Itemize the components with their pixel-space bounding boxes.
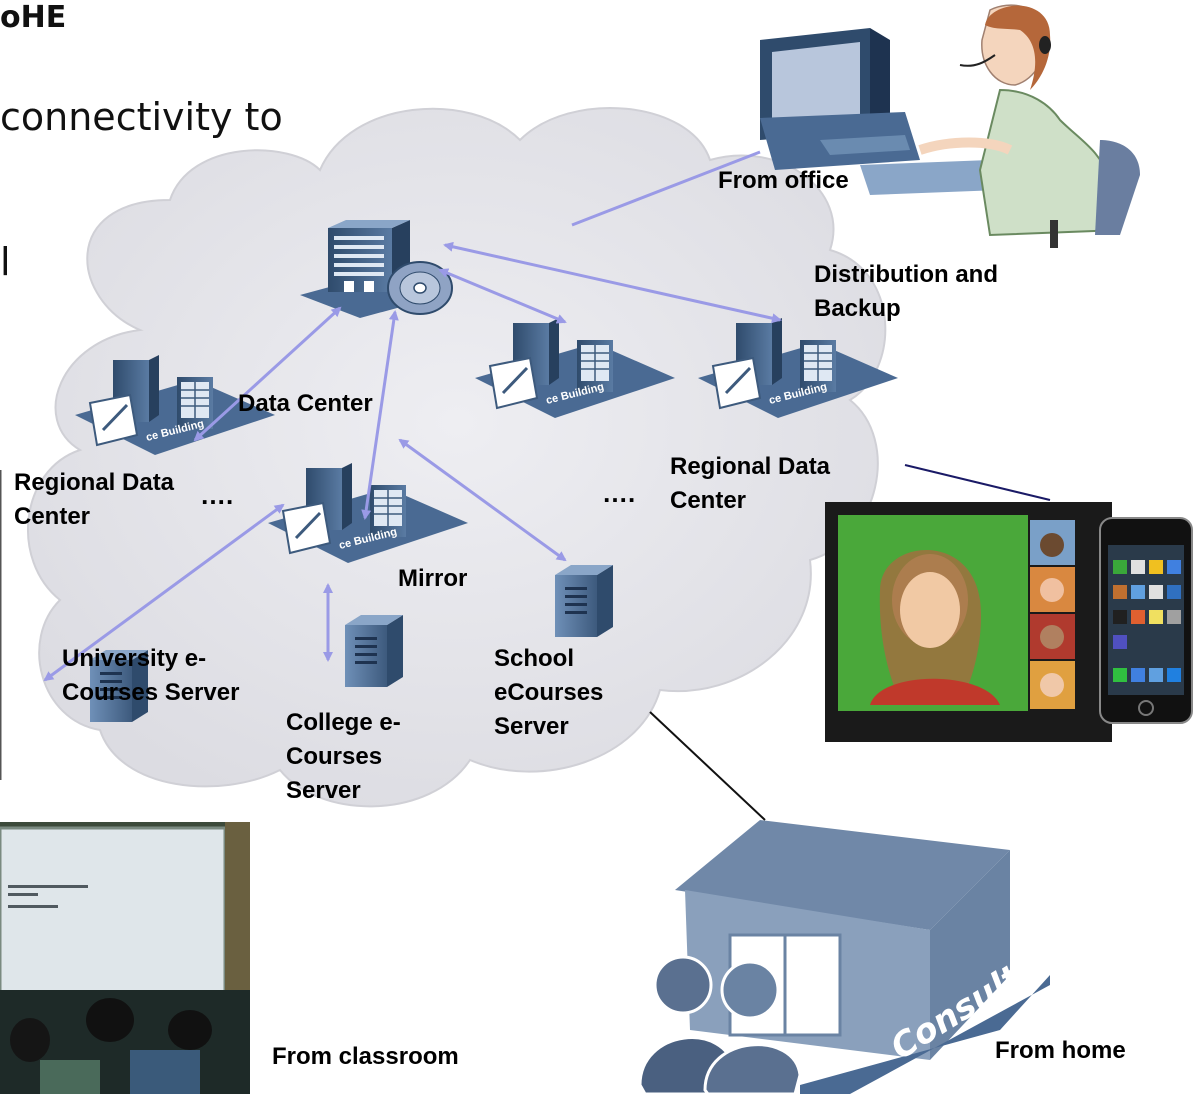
tablet-phone-photo	[825, 502, 1193, 742]
line-to-office	[571, 150, 761, 227]
arrow-dc-to-mirror	[361, 310, 399, 520]
label-data-center: Data Center	[238, 390, 373, 417]
label-from-office: From office	[718, 167, 849, 194]
ellipsis-left: ….	[200, 480, 234, 510]
slide-line-fragment: connectivity to	[0, 95, 283, 139]
line-to-mobile	[904, 464, 1051, 501]
label-regional-left: Regional Data Center	[14, 469, 175, 530]
school-server-icon	[555, 565, 613, 637]
label-from-classroom: From classroom	[272, 1043, 459, 1070]
office-worker-illustration	[760, 4, 1140, 248]
regional-right-building-a-icon: ce Building	[475, 318, 675, 418]
regional-right-building-b-icon: ce Building	[698, 318, 898, 418]
label-college-server: College e- Courses Server	[286, 709, 401, 804]
ellipsis-right: ….	[602, 478, 636, 508]
college-server-icon	[345, 615, 403, 687]
phone-app-icons	[1113, 560, 1181, 682]
backup-disc-icon	[387, 261, 453, 315]
arrow-dc-to-regional-a	[438, 268, 567, 324]
label-from-home: From home	[995, 1037, 1126, 1064]
line-to-home	[649, 711, 766, 821]
arrow-to-school-server	[398, 438, 567, 562]
label-mirror: Mirror	[398, 565, 468, 592]
classroom-photo	[0, 822, 250, 1094]
consultant-home-illustration	[638, 820, 1050, 1096]
label-regional-right: Regional Data Center	[670, 453, 831, 514]
participant-thumbnails	[1030, 520, 1075, 709]
label-distribution-backup: Distribution and Backup	[814, 261, 998, 322]
slide-heading-fragment: oHE	[0, 0, 67, 35]
label-school-server: School eCourses Server	[494, 645, 604, 740]
arrow-dc-to-regional-b	[443, 241, 782, 324]
connection-arrows	[43, 150, 782, 682]
arrow-mirror-to-university	[43, 503, 285, 682]
arrow-dc-to-regional-left	[193, 306, 342, 442]
label-university-server: University e- Courses Server	[62, 645, 240, 706]
slide-glyph-fragment: l	[0, 240, 11, 284]
people-icon	[638, 955, 802, 1096]
